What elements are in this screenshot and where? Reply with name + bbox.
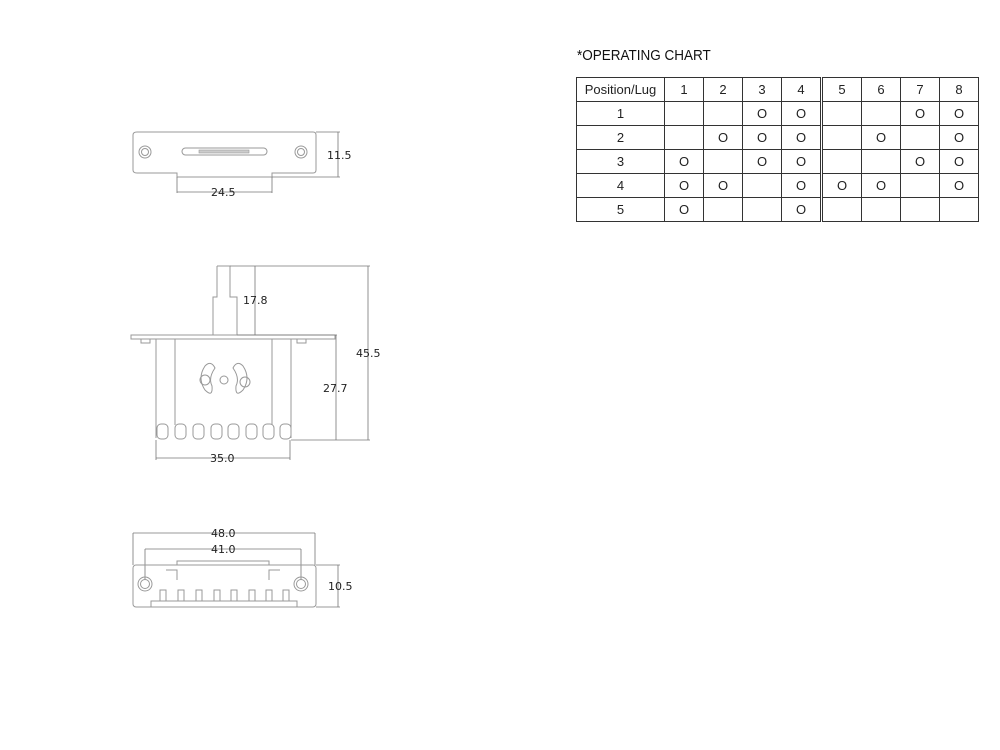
chart-cell: 4 bbox=[576, 173, 665, 198]
chart-cell: O bbox=[821, 173, 862, 198]
overall-width-dimension: 48.0 bbox=[211, 527, 236, 540]
hole-spacing-dimension: 41.0 bbox=[211, 543, 236, 556]
chart-cell bbox=[861, 101, 901, 126]
bottom-view: 48.0 41.0 10.5 bbox=[132, 527, 353, 608]
chart-cell bbox=[664, 125, 704, 150]
header-lug-1: 1 bbox=[664, 77, 704, 102]
chart-cell: 3 bbox=[576, 149, 665, 174]
header-lug-7: 7 bbox=[900, 77, 940, 102]
chart-cell bbox=[939, 197, 979, 222]
chart-cell: O bbox=[861, 125, 901, 150]
chart-cell: O bbox=[939, 173, 979, 198]
chart-cell bbox=[821, 149, 862, 174]
total-height-dimension: 45.5 bbox=[356, 347, 381, 360]
chart-cell: O bbox=[939, 149, 979, 174]
chart-cell: O bbox=[664, 173, 704, 198]
chart-cell: O bbox=[781, 197, 823, 222]
chart-cell: O bbox=[781, 125, 823, 150]
shaft-height-dimension: 17.8 bbox=[243, 294, 268, 307]
chart-cell bbox=[703, 101, 743, 126]
chart-cell bbox=[821, 125, 862, 150]
header-lug-8: 8 bbox=[939, 77, 979, 102]
header-position-lug: Position/Lug bbox=[576, 77, 665, 102]
side-view: 17.8 45.5 27.7 35.0 bbox=[130, 265, 381, 465]
chart-cell: O bbox=[900, 149, 940, 174]
chart-cell: 5 bbox=[576, 197, 665, 222]
chart-cell: 1 bbox=[576, 101, 665, 126]
chart-cell: O bbox=[742, 125, 782, 150]
chart-cell bbox=[703, 197, 743, 222]
chart-cell: O bbox=[742, 101, 782, 126]
top-view: 11.5 24.5 bbox=[132, 131, 352, 199]
chart-cell: O bbox=[900, 101, 940, 126]
header-lug-3: 3 bbox=[742, 77, 782, 102]
chart-cell bbox=[900, 125, 940, 150]
operating-chart-title: *OPERATING CHART bbox=[577, 47, 711, 64]
header-lug-2: 2 bbox=[703, 77, 743, 102]
chart-cell: O bbox=[742, 149, 782, 174]
chart-cell bbox=[664, 101, 704, 126]
top-height-dimension: 11.5 bbox=[327, 149, 352, 162]
chart-cell: O bbox=[664, 149, 704, 174]
chart-cell bbox=[821, 101, 862, 126]
chart-cell: O bbox=[939, 125, 979, 150]
chart-cell: O bbox=[781, 173, 823, 198]
chart-cell: O bbox=[703, 125, 743, 150]
header-lug-6: 6 bbox=[861, 77, 901, 102]
chart-cell bbox=[900, 197, 940, 222]
chart-cell bbox=[703, 149, 743, 174]
solder-lugs bbox=[156, 423, 292, 440]
chart-cell bbox=[821, 197, 862, 222]
chart-cell bbox=[900, 173, 940, 198]
chart-cell bbox=[861, 197, 901, 222]
chart-cell: O bbox=[703, 173, 743, 198]
chart-cell: O bbox=[861, 173, 901, 198]
header-lug-5: 5 bbox=[821, 77, 862, 102]
body-height-dimension: 27.7 bbox=[323, 382, 348, 395]
header-lug-4: 4 bbox=[781, 77, 823, 102]
chart-cell bbox=[861, 149, 901, 174]
chart-cell: O bbox=[781, 101, 823, 126]
chart-cell: O bbox=[781, 149, 823, 174]
chart-cell: O bbox=[664, 197, 704, 222]
lug-span-dimension: 35.0 bbox=[210, 452, 235, 465]
chart-cell bbox=[742, 197, 782, 222]
chart-cell: O bbox=[939, 101, 979, 126]
top-width-dimension: 24.5 bbox=[211, 186, 236, 199]
bottom-height-dimension: 10.5 bbox=[328, 580, 353, 593]
chart-cell bbox=[742, 173, 782, 198]
chart-cell: 2 bbox=[576, 125, 665, 150]
